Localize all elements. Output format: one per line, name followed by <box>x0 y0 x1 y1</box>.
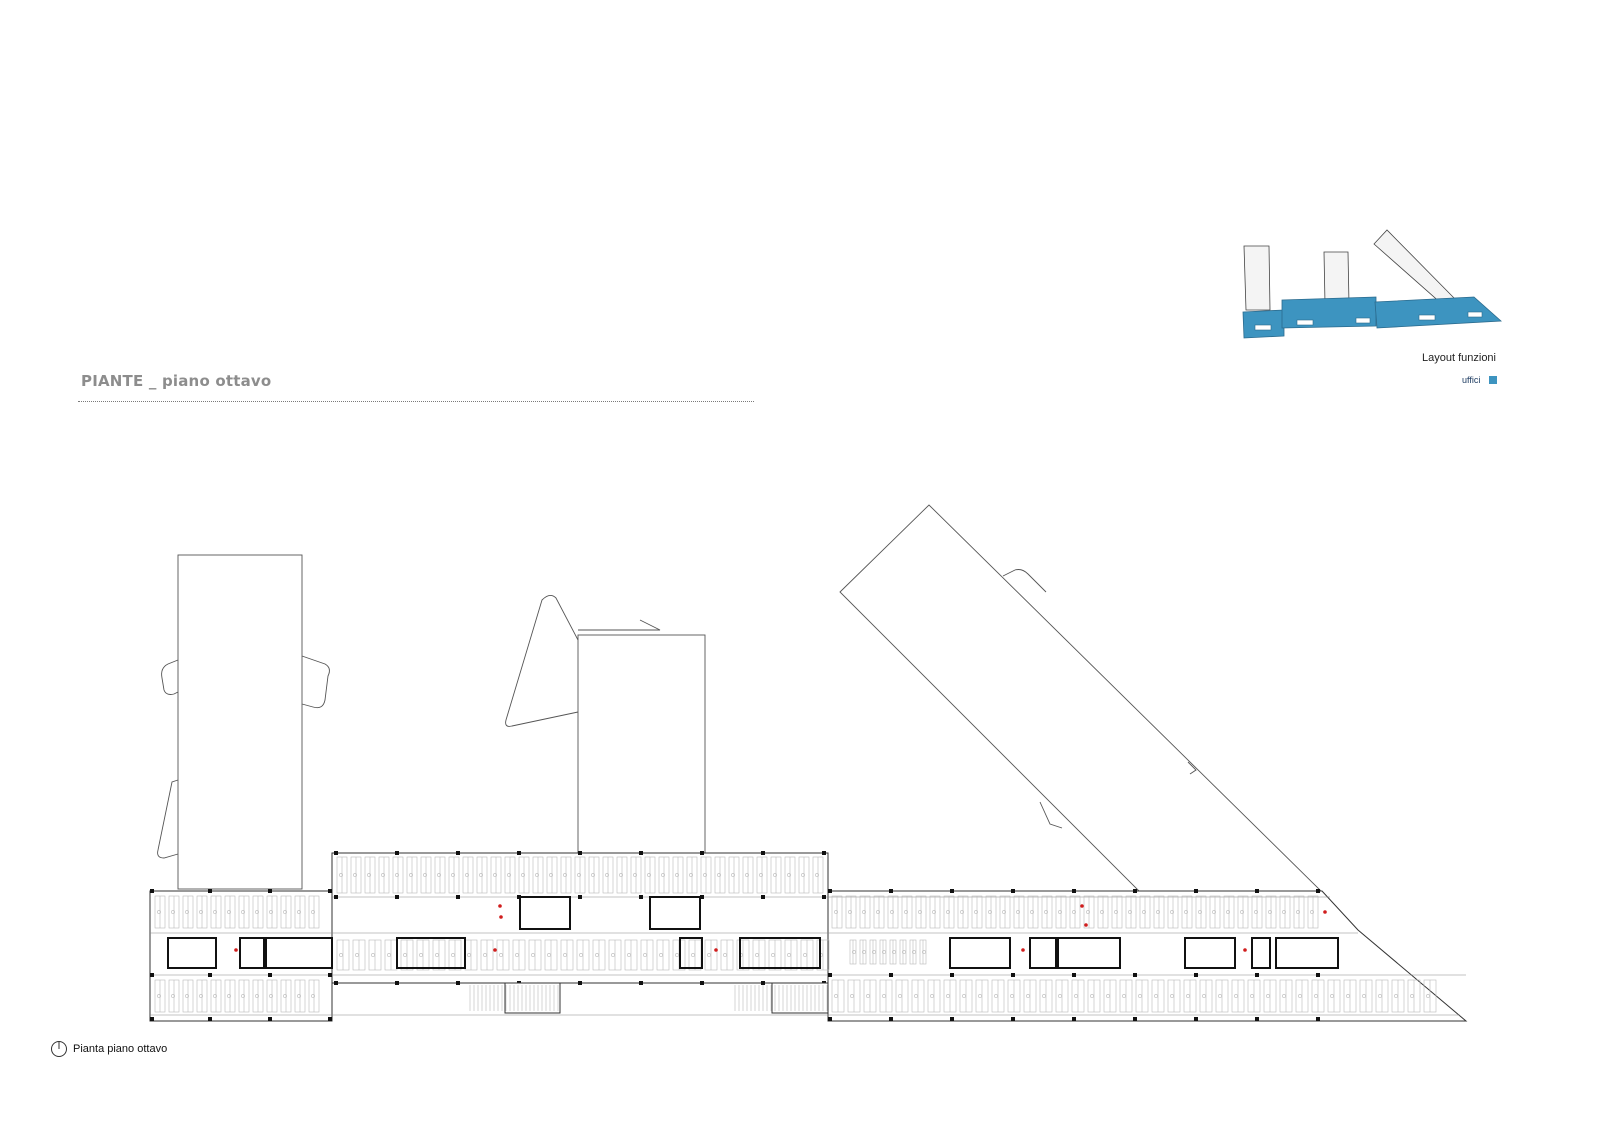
legend-item-label: uffici <box>1462 375 1481 385</box>
plan-caption-label: Pianta piano ottavo <box>73 1043 168 1055</box>
key-plan-tower-left <box>1243 245 1271 311</box>
title-divider <box>78 401 754 402</box>
furniture <box>154 856 1437 1013</box>
page-title: PIANTE _ piano ottavo <box>81 372 272 390</box>
north-arrow-icon <box>51 1041 67 1057</box>
structural-columns <box>150 851 1320 1021</box>
external-stairs <box>504 982 829 1014</box>
upper-floor-outlines <box>157 504 1324 893</box>
legend-title: Layout funzioni <box>1422 352 1496 364</box>
key-plan <box>1242 229 1502 339</box>
legend-item-uffici: uffici <box>1462 375 1498 385</box>
legend-swatch <box>1489 376 1498 384</box>
door-accents <box>234 904 1327 952</box>
corridor-lines <box>150 896 1466 1016</box>
plan-caption: Pianta piano ottavo <box>50 1040 167 1058</box>
service-cores <box>167 896 1339 969</box>
